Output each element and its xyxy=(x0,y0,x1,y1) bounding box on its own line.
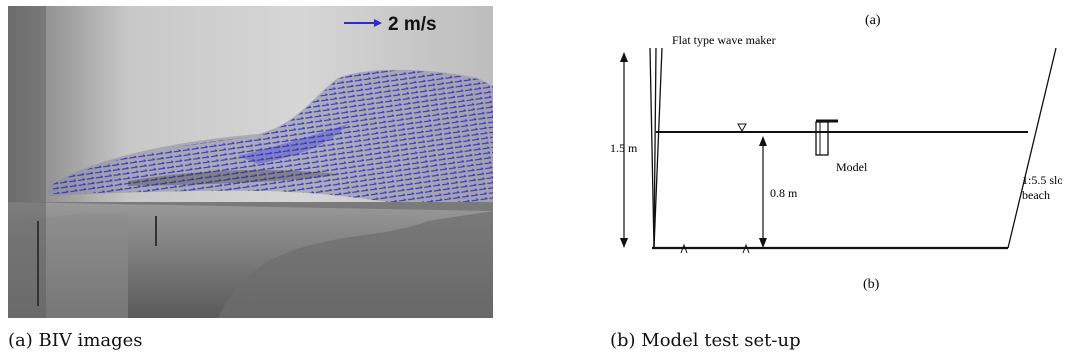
wave-maker-line-2 xyxy=(653,47,657,249)
wave-maker-label: Flat type wave maker xyxy=(672,33,776,47)
break-mark-2 xyxy=(742,243,750,254)
velocity-vector-field xyxy=(53,70,493,202)
model-setup-diagram: (a) Flat type wave maker 1.5 m 0.8 m Mod… xyxy=(610,6,1067,296)
crest-streak xyxy=(128,170,338,186)
slope-beach-line xyxy=(1007,47,1057,249)
caption-model-setup: (b) Model test set-up xyxy=(610,330,801,351)
wave-maker-line-1 xyxy=(649,47,655,249)
caption-biv-images: (a) BIV images xyxy=(8,330,143,351)
dim-total-arrow-top xyxy=(620,52,628,62)
label-top: (a) xyxy=(865,13,881,28)
scale-arrowhead xyxy=(374,19,382,27)
depth-total-label: 1.5 m xyxy=(610,141,638,155)
left-dark-band xyxy=(8,6,46,318)
wave-maker-line-3 xyxy=(653,47,663,249)
depth-water-label: 0.8 m xyxy=(770,186,798,200)
scale-label: 2 m/s xyxy=(388,14,437,35)
dark-structure xyxy=(8,202,493,318)
dim-water-arrow-top xyxy=(759,136,767,146)
label-bottom: (b) xyxy=(863,277,880,292)
dim-water-arrow-bottom xyxy=(759,238,767,248)
model-label: Model xyxy=(836,160,868,174)
biv-image: 2 m/s xyxy=(8,6,493,318)
dim-total-arrow-bottom xyxy=(620,238,628,248)
biv-photo-svg: 2 m/s xyxy=(8,6,493,318)
wave-lip xyxy=(238,124,348,164)
setup-svg: (a) Flat type wave maker 1.5 m 0.8 m Mod… xyxy=(610,13,1067,292)
water-level-marker xyxy=(737,123,747,133)
slope-label-1: 1:5.5 slope xyxy=(1022,173,1062,187)
break-mark-1 xyxy=(680,243,688,254)
slope-label-2: beach xyxy=(1022,188,1050,202)
model-body xyxy=(815,121,829,156)
